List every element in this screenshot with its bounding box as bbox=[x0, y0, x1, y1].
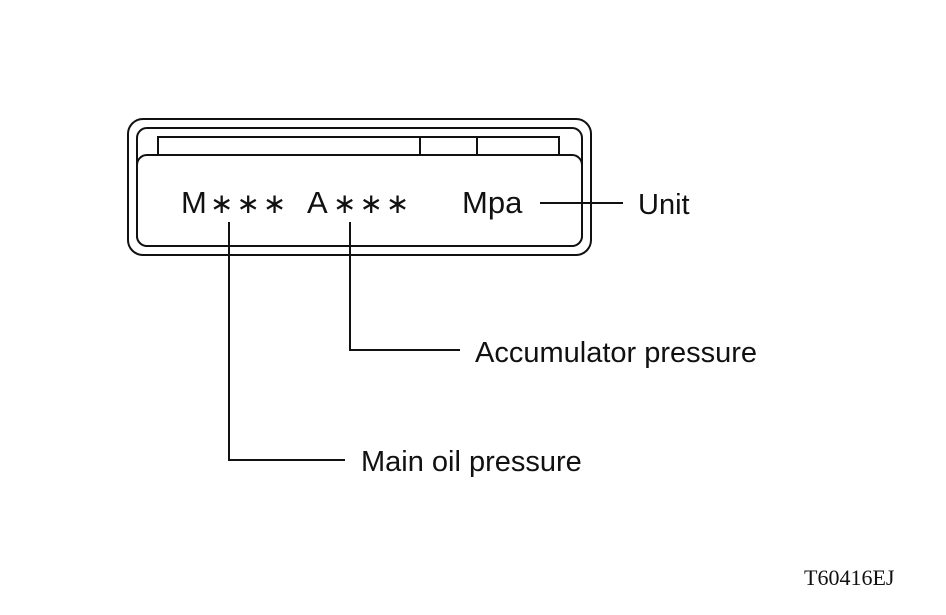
display-housing-outer bbox=[127, 118, 592, 256]
accumulator-pressure-placeholder: ∗∗∗ bbox=[333, 187, 412, 220]
main-pressure-placeholder: ∗∗∗ bbox=[210, 187, 289, 220]
accumulator-pressure-callout-label: Accumulator pressure bbox=[475, 337, 757, 369]
figure-code: T60416EJ bbox=[804, 565, 895, 590]
main-oil-pressure-callout-label: Main oil pressure bbox=[361, 446, 582, 478]
accumulator-leader-line bbox=[349, 222, 460, 351]
main-pressure-letter: M bbox=[181, 185, 207, 220]
unit-readout: Mpa bbox=[462, 185, 523, 220]
main-oil-leader-line bbox=[228, 222, 345, 461]
accumulator-pressure-letter: A bbox=[307, 185, 328, 220]
lcd-screen bbox=[136, 154, 583, 247]
unit-callout-label: Unit bbox=[638, 189, 690, 221]
